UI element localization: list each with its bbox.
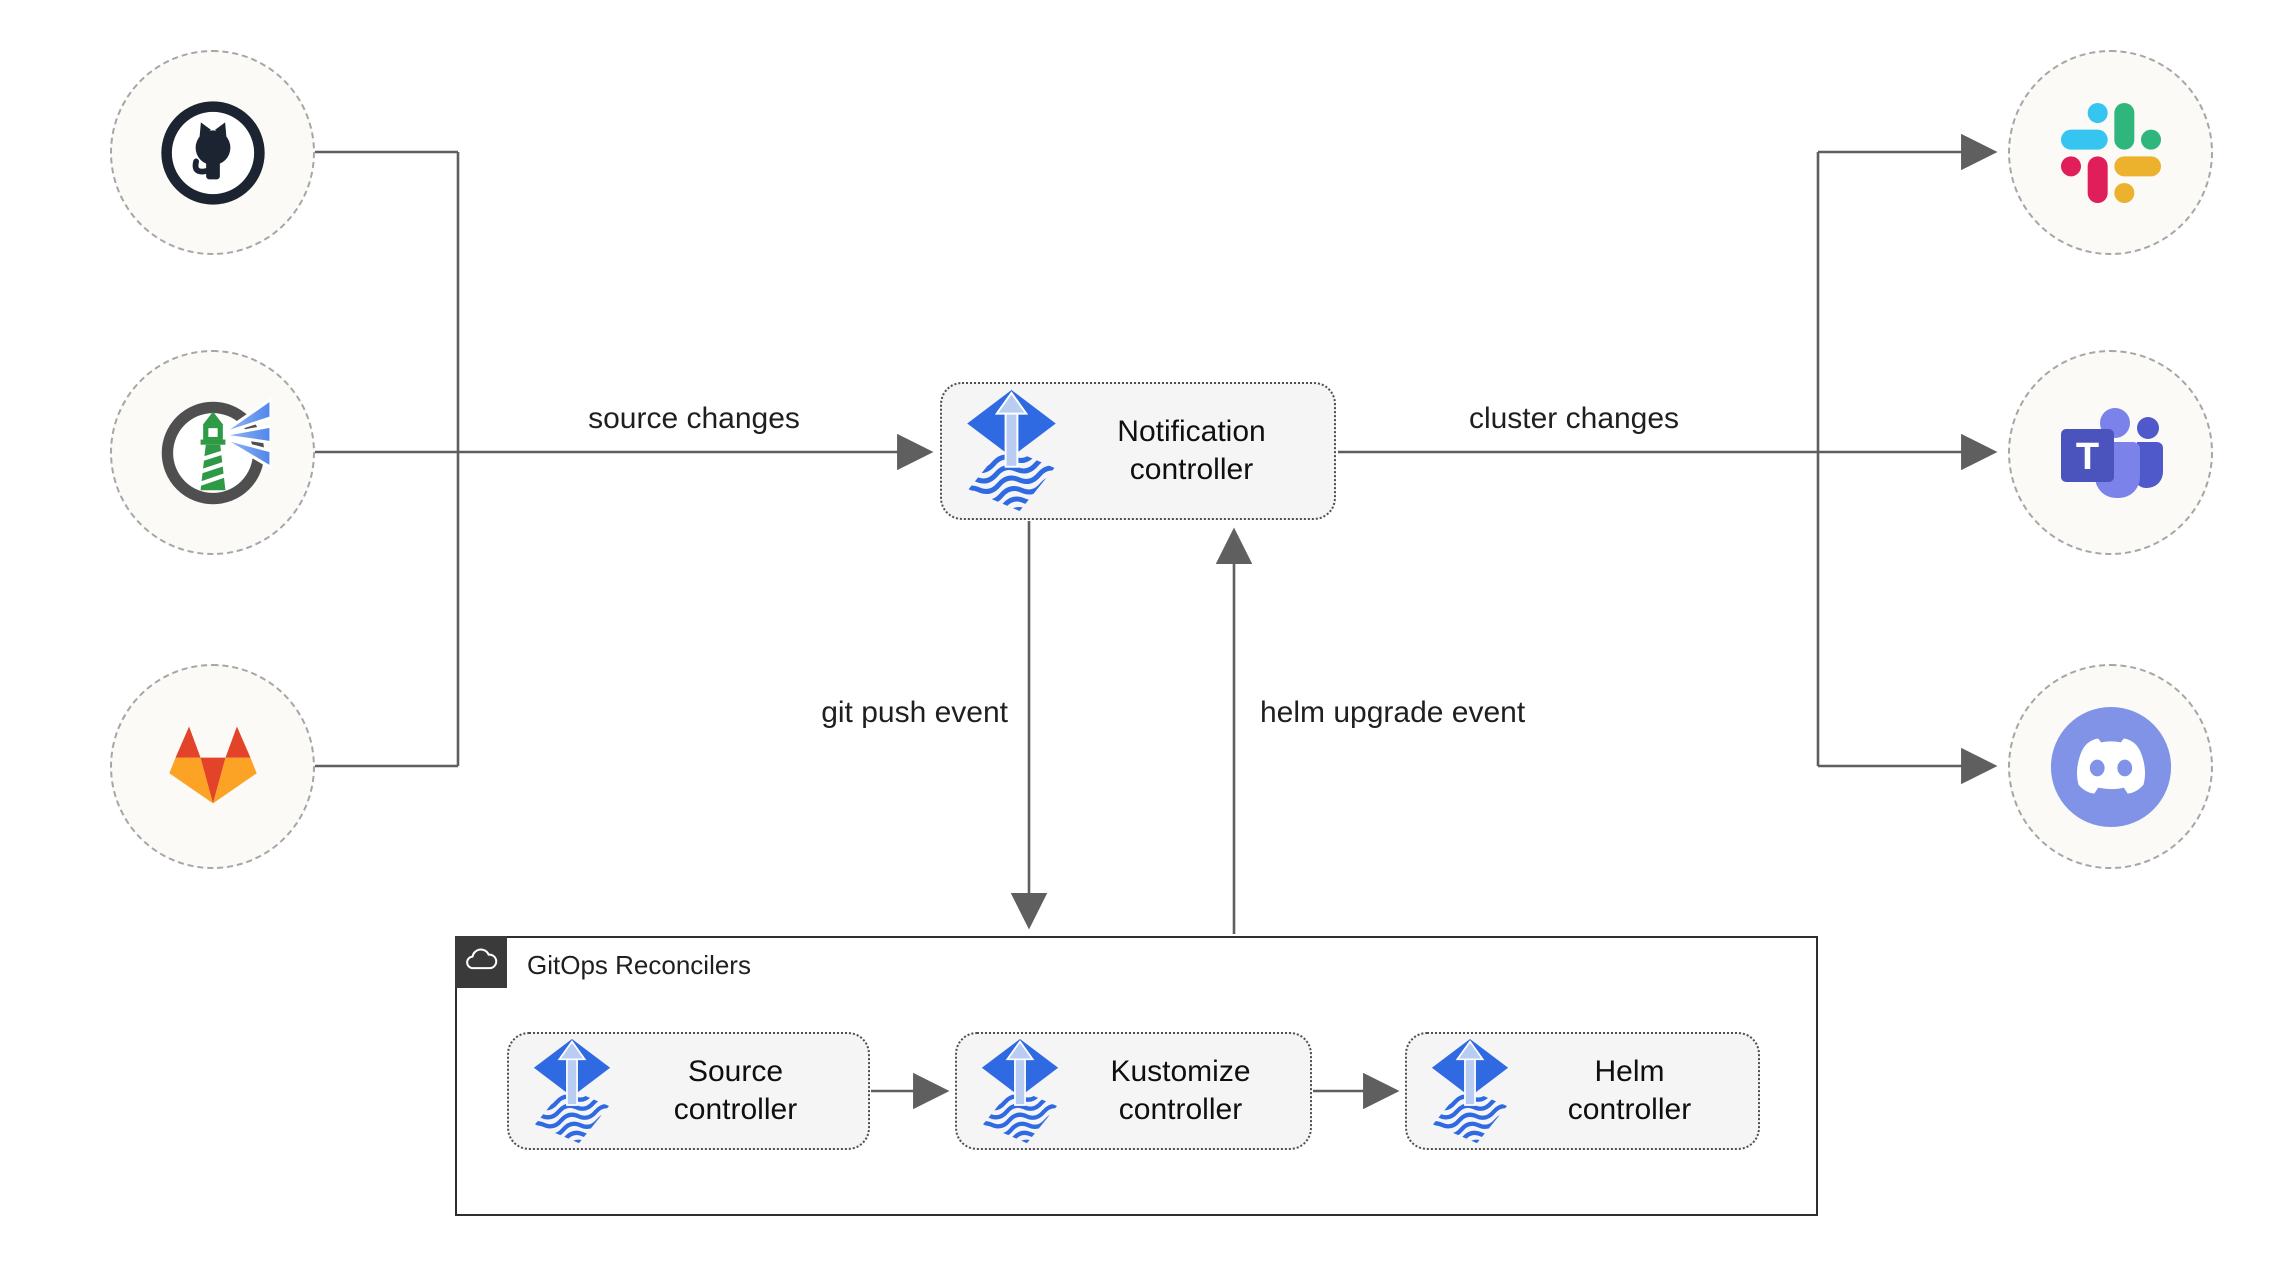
kustomize-controller-label: Kustomize controller (1061, 1053, 1310, 1129)
discord-icon (2050, 706, 2171, 827)
flux-icon (964, 390, 1059, 512)
node-helm-controller: Helm controller (1405, 1032, 1760, 1150)
flux-icon (1429, 1038, 1511, 1144)
teams-icon: T (2060, 407, 2163, 498)
edge-label-cluster-changes: cluster changes (1468, 402, 1680, 435)
container-title: GitOps Reconcilers (527, 950, 751, 980)
edge-label-git-push-event: git push event (821, 696, 1008, 729)
source-controller-label: Source controller (613, 1053, 868, 1129)
notification-label-line2: controller (1129, 453, 1254, 486)
source-label-line1: Source (687, 1055, 784, 1088)
node-github (110, 50, 315, 255)
gitlab-icon (168, 725, 257, 803)
node-gitlab (110, 664, 315, 869)
flux-icon (979, 1038, 1061, 1144)
edge-label-source-changes: source changes (588, 402, 800, 435)
teams-letter: T (2075, 436, 2098, 478)
node-harbor (110, 350, 315, 555)
github-icon (160, 100, 265, 205)
slack-icon (2060, 102, 2161, 203)
gitops-reconcilers-container: GitOps Reconcilers (455, 936, 1818, 1216)
node-slack (2008, 50, 2213, 255)
notification-controller-label: Notification controller (1059, 413, 1334, 489)
notification-label-line1: Notification (1117, 415, 1266, 448)
harbor-icon (161, 396, 271, 504)
helm-label-line2: controller (1567, 1093, 1692, 1126)
kustomize-label-line2: controller (1118, 1093, 1243, 1126)
node-discord (2008, 664, 2213, 869)
node-teams: T (2008, 350, 2213, 555)
cloud-icon (466, 948, 498, 970)
helm-label-line1: Helm (1594, 1055, 1665, 1088)
helm-controller-label: Helm controller (1511, 1053, 1758, 1129)
node-source-controller: Source controller (507, 1032, 870, 1150)
flux-icon (531, 1038, 613, 1144)
container-badge (455, 936, 507, 988)
node-notification-controller: Notification controller (940, 382, 1336, 520)
edge-label-helm-upgrade-event: helm upgrade event (1260, 696, 1526, 729)
source-label-line2: controller (673, 1093, 798, 1126)
node-kustomize-controller: Kustomize controller (955, 1032, 1312, 1150)
kustomize-label-line1: Kustomize (1110, 1055, 1251, 1088)
